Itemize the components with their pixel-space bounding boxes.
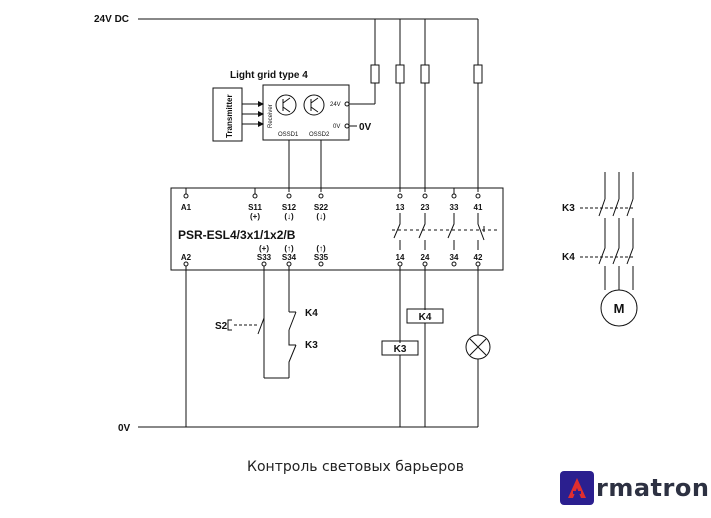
terminal-14: 14	[396, 253, 405, 262]
receiver-label: Receiver	[268, 104, 274, 128]
switch-s2-label: S2	[215, 321, 228, 332]
terminal-s12: S12	[282, 203, 297, 212]
relay-module	[170, 187, 504, 271]
logo-text: rmatron	[596, 474, 710, 502]
k4-coil-label: K4	[419, 312, 432, 323]
sign-s34: (↑)	[284, 244, 294, 253]
terminal-42: 42	[474, 253, 483, 262]
terminal-s33: S33	[257, 253, 272, 262]
pin-24v-label: 24V	[330, 102, 341, 108]
terminal-s11: S11	[248, 203, 262, 212]
logo-a-icon	[568, 478, 586, 498]
fuse-3	[420, 64, 430, 84]
motor-k4-label: K4	[562, 252, 575, 263]
sign-s33: (+)	[259, 244, 269, 253]
k3-coil-label: K3	[394, 344, 407, 355]
ossd2-label: OSSD2	[309, 132, 330, 138]
terminal-41: 41	[474, 203, 483, 212]
terminal-s35: S35	[314, 253, 329, 262]
terminal-s22: S22	[314, 203, 329, 212]
terminal-24: 24	[421, 253, 430, 262]
diagram-caption: Контроль световых барьеров	[247, 459, 464, 475]
sign-s35: (↑)	[316, 244, 326, 253]
receiver-box	[262, 84, 350, 141]
armatron-logo: rmatron	[560, 470, 709, 506]
sign-s12: (↓)	[284, 212, 294, 221]
feedback-k3-label: K3	[305, 340, 318, 351]
light-grid-title: Light grid type 4	[230, 70, 308, 81]
fuse-2	[395, 64, 405, 84]
ossd1-label: OSSD1	[278, 132, 299, 138]
terminal-33: 33	[450, 203, 459, 212]
fuse-4	[473, 64, 483, 84]
relay-model-label: PSR-ESL4/3x1/1x2/B	[178, 228, 296, 242]
feedback-k4-label: K4	[305, 308, 318, 319]
terminal-34: 34	[450, 253, 459, 262]
sign-s11: (+)	[250, 212, 260, 221]
terminal-23: 23	[421, 203, 430, 212]
terminal-a2: A2	[181, 253, 192, 262]
pin-0v-label: 0V	[333, 124, 340, 130]
motor-symbol	[600, 289, 638, 327]
logo-mark	[560, 471, 594, 505]
ground-label: 0V	[118, 423, 131, 434]
supply-label: 24V DC	[94, 14, 129, 25]
terminal-a1: A1	[181, 203, 192, 212]
fuse-1	[370, 64, 380, 84]
transmitter-label: Transmitter	[225, 94, 234, 138]
terminal-13: 13	[396, 203, 405, 212]
motor-k3-label: K3	[562, 203, 575, 214]
motor-m-label: M	[614, 301, 625, 316]
ext-0v-label: 0V	[359, 122, 372, 133]
terminal-s34: S34	[282, 253, 297, 262]
sign-s22: (↓)	[316, 212, 326, 221]
